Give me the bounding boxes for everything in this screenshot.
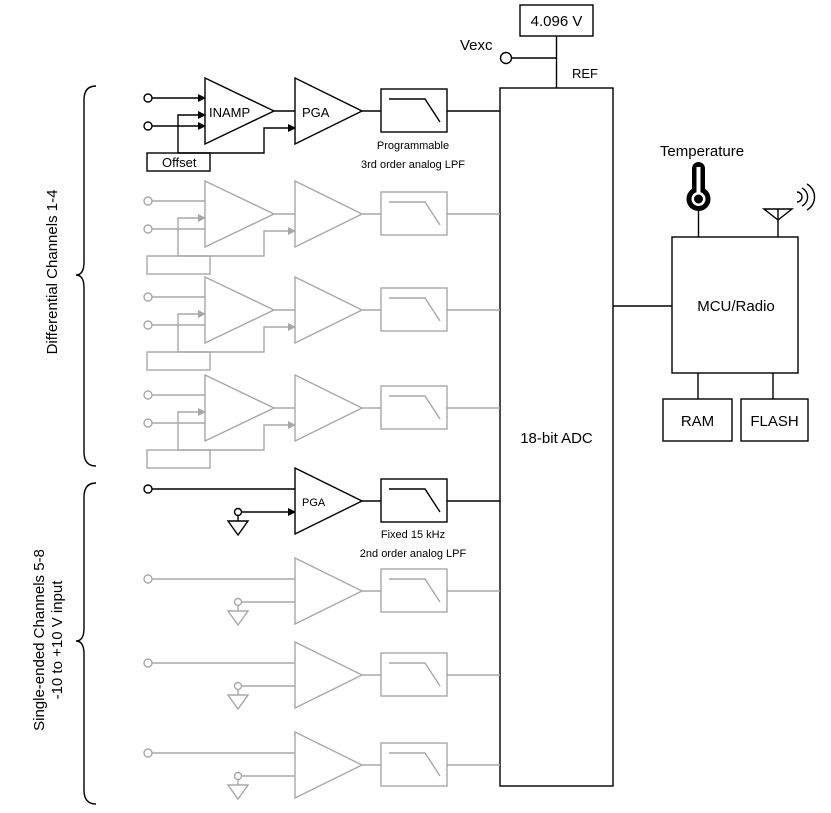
lowpass-filter-icon <box>380 88 448 133</box>
adc-block <box>499 87 614 787</box>
single-ended-group-label-line1: Single-ended Channels 5-8 <box>31 549 48 731</box>
input-terminal-positive <box>143 93 153 103</box>
single-ended-channel-6 <box>143 556 500 627</box>
lowpass-filter-icon <box>380 478 448 523</box>
single-ended-filter-caption-line1: Fixed 15 kHz <box>381 529 445 541</box>
reference-voltage-label: 4.096 V <box>531 13 583 30</box>
ref-label: REF <box>572 66 598 81</box>
ground-icon <box>226 520 250 537</box>
differential-filter-caption-line1: Programmable <box>377 140 449 152</box>
radio-waves-icon <box>796 183 816 211</box>
pga <box>294 466 364 536</box>
differential-channel-3 <box>143 275 500 371</box>
ground-terminal <box>233 507 243 517</box>
single-ended-filter-caption-line2: 2nd order analog LPF <box>360 548 467 560</box>
antenna-icon <box>761 208 795 237</box>
ram-label: RAM <box>681 413 714 430</box>
reference-voltage-box <box>519 4 594 37</box>
differential-channel-4 <box>143 373 500 469</box>
single-ended-group-brace <box>75 482 97 805</box>
differential-group-brace <box>75 85 97 467</box>
temperature-label: Temperature <box>660 143 744 160</box>
mcu-radio-block <box>671 236 799 374</box>
thermometer-icon <box>686 162 711 211</box>
ram-block <box>662 398 733 442</box>
vexc-label: Vexc <box>460 37 493 54</box>
input-terminal-negative <box>143 121 153 131</box>
single-ended-channel-7 <box>143 640 500 711</box>
differential-group-label: Differential Channels 1-4 <box>44 190 61 355</box>
single-ended-group-label-line2: -10 to +10 V input <box>49 580 66 700</box>
pga-label: PGA <box>302 497 326 509</box>
adc-label: 18-bit ADC <box>520 430 593 447</box>
pga-label: PGA <box>302 105 330 120</box>
single-ended-channel-5: PGA <box>143 466 500 537</box>
differential-channel-1: INAMP PGA Offset <box>143 76 500 172</box>
single-ended-channel-8 <box>143 730 500 801</box>
inamp-label: INAMP <box>209 105 250 120</box>
input-terminal <box>143 484 153 494</box>
mcu-radio-label: MCU/Radio <box>697 298 775 315</box>
differential-filter-caption-line2: 3rd order analog LPF <box>361 159 465 171</box>
pga <box>294 76 364 146</box>
flash-block <box>740 398 809 442</box>
vexc-terminal <box>499 51 513 65</box>
offset-label: Offset <box>162 155 197 170</box>
flash-label: FLASH <box>750 413 798 430</box>
differential-channel-2 <box>143 179 500 275</box>
